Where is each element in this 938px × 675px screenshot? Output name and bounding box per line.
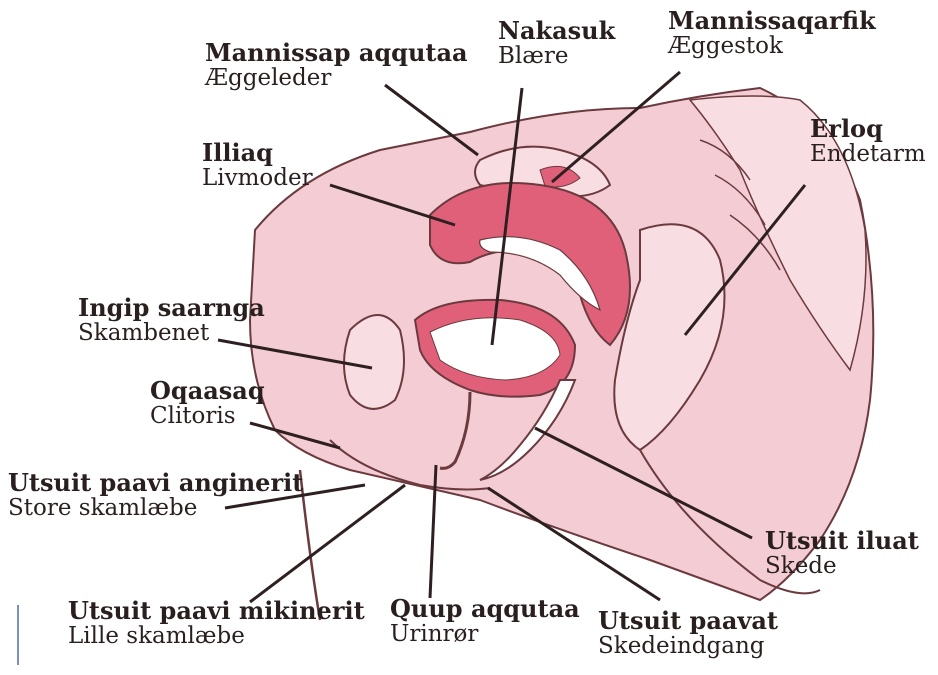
label-nakasuk: Nakasuk Blære [498, 18, 615, 70]
label-erloq: Erloq Endetarm [810, 116, 926, 168]
label-utsuit-paavi-mikinerit: Utsuit paavi mikinerit Lille skamlæbe [68, 598, 365, 650]
label-illiaq: Illiaq Livmoder [202, 140, 313, 192]
label-oqaasaq: Oqaasaq Clitoris [150, 378, 265, 430]
label-utsuit-iluat: Utsuit iluat Skede [765, 528, 919, 580]
label-ingip-saarnga: Ingip saarnga Skambenet [78, 295, 265, 347]
label-mannissaqarfik: Mannissaqarfik Æggestok [668, 8, 876, 60]
label-mannissap-aqqutaa: Mannissap aqqutaa Æggeleder [205, 40, 468, 92]
label-quup-aqqutaa: Quup aqqutaa Urinrør [390, 596, 580, 648]
pubic-bone-shape [344, 315, 404, 409]
label-utsuit-paavi-anginerit: Utsuit paavi anginerit Store skamlæbe [8, 470, 303, 522]
label-utsuit-paavat: Utsuit paavat Skedeindgang [598, 608, 778, 660]
